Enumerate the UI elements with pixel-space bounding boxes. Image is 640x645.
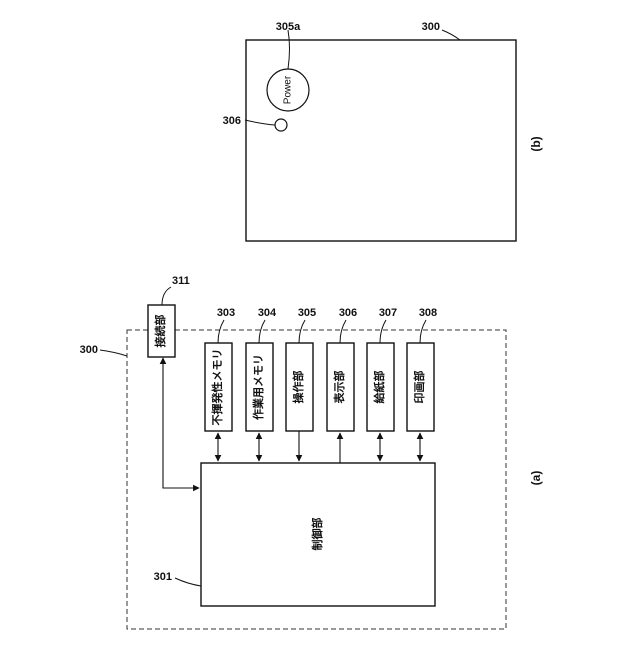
device-outline-b xyxy=(246,40,516,241)
caption-b: (b) xyxy=(529,136,543,151)
leader-311 xyxy=(162,287,171,305)
unit-label-308: 印画部 xyxy=(412,371,426,404)
ref-306-b: 306 xyxy=(223,115,241,127)
figure-a: 300 制御部 301 接続部 311 不揮発性メモリ 303 作業用メモリ 3… xyxy=(80,275,544,629)
unit-label-303: 不揮発性メモリ xyxy=(210,349,224,426)
power-button-label: Power xyxy=(283,75,294,104)
figure-b: Power 300 305a 306 (b) xyxy=(223,21,544,241)
ref-308: 308 xyxy=(419,307,437,319)
leader-300-b xyxy=(442,30,460,40)
leader-304 xyxy=(259,320,265,343)
ref-303: 303 xyxy=(217,307,235,319)
unit-label-305: 操作部 xyxy=(291,371,305,404)
leader-308 xyxy=(420,320,426,343)
unit-label-306: 表示部 xyxy=(332,371,346,405)
indicator-lamp xyxy=(275,119,287,131)
leader-306-b xyxy=(245,120,275,125)
caption-a: (a) xyxy=(529,471,543,486)
leader-303 xyxy=(218,320,224,343)
ref-305: 305 xyxy=(298,307,316,319)
ref-304: 304 xyxy=(258,307,277,319)
leader-307 xyxy=(380,320,386,343)
unit-label-307: 給紙部 xyxy=(372,371,386,404)
ref-306-a: 306 xyxy=(339,307,357,319)
connection-unit-label: 接続部 xyxy=(153,315,167,348)
ref-307: 307 xyxy=(379,307,397,319)
leader-300-a xyxy=(100,350,127,356)
ref-300-b: 300 xyxy=(422,21,440,33)
leader-305a xyxy=(288,30,290,69)
connection-arrow xyxy=(163,358,199,488)
ref-311: 311 xyxy=(172,275,190,287)
leader-305 xyxy=(299,320,305,343)
control-unit-label: 制御部 xyxy=(310,518,324,551)
unit-label-304: 作業用メモリ xyxy=(251,354,265,420)
ref-301: 301 xyxy=(154,571,172,583)
leader-301 xyxy=(175,578,201,586)
leader-306-a xyxy=(340,320,346,343)
ref-305a: 305a xyxy=(276,21,301,33)
ref-300-a: 300 xyxy=(80,344,98,356)
